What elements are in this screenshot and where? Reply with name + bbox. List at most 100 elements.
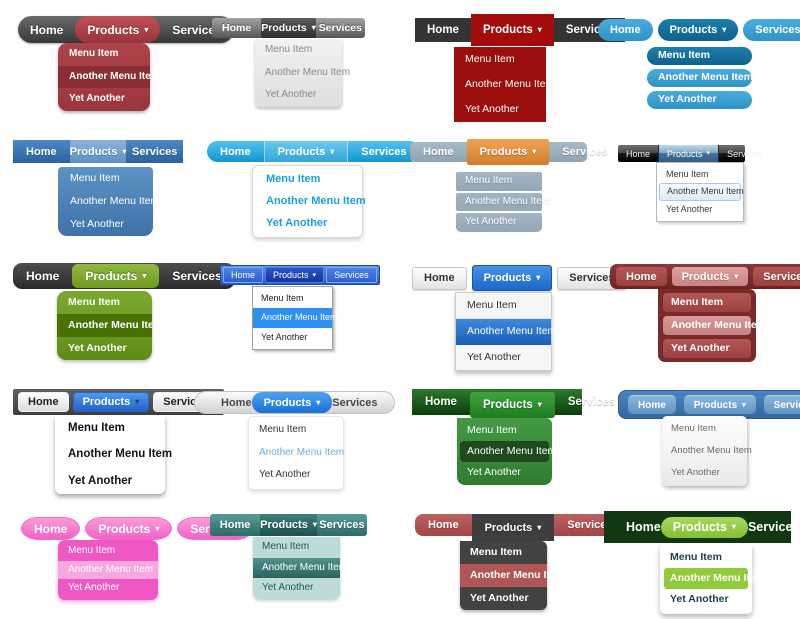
dropdown-item-1[interactable]: Menu Item xyxy=(262,541,310,552)
nav-item-products-active[interactable]: Products▾ xyxy=(469,392,555,418)
dropdown-item-2-highlighted[interactable]: Another Menu Item xyxy=(460,441,556,463)
nav-item-home[interactable]: Home xyxy=(210,514,260,536)
nav-item-products-active[interactable]: Products▾ xyxy=(75,16,161,43)
nav-item-products-active[interactable]: Products▾ xyxy=(466,139,550,165)
nav-item-home[interactable]: Home xyxy=(415,514,472,536)
nav-item-home[interactable]: Home xyxy=(598,19,653,41)
dropdown-item-2-highlighted[interactable]: Another Menu Item xyxy=(460,564,565,588)
nav-item-services[interactable]: Services xyxy=(316,18,365,38)
dropdown-item-1-highlighted[interactable]: Menu Item xyxy=(647,47,752,65)
nav-item-products-active[interactable]: Products▾ xyxy=(263,141,349,162)
nav-item-home[interactable]: Home xyxy=(626,520,661,534)
dropdown-item-1[interactable]: Menu Item xyxy=(68,422,125,434)
dropdown-item-1[interactable]: Menu Item xyxy=(666,169,709,179)
dropdown-item-3[interactable]: Yet Another xyxy=(467,466,521,479)
dropdown-item-3[interactable]: Yet Another xyxy=(663,339,751,359)
nav-item-products-active[interactable]: Products▾ xyxy=(660,516,748,538)
dropdown-item-2-highlighted[interactable]: Another Menu Item xyxy=(259,446,345,458)
nav-item-products-active[interactable]: Products▾ xyxy=(85,517,173,540)
dropdown-item-2-highlighted[interactable]: Another Menu Item xyxy=(253,557,347,578)
dropdown-item-1[interactable]: Menu Item xyxy=(467,424,517,436)
dropdown-item-2-highlighted[interactable]: Another Menu Item xyxy=(57,314,152,338)
nav-item-home[interactable]: Home xyxy=(223,267,264,283)
nav-item-home[interactable]: Home xyxy=(13,140,70,163)
nav-item-products-active[interactable]: Products▾ xyxy=(261,18,316,38)
dropdown-item-1[interactable]: Menu Item xyxy=(663,293,751,313)
dropdown-item-3[interactable]: Yet Another xyxy=(666,203,713,214)
dropdown-item-2[interactable]: Another Menu Item xyxy=(456,192,550,211)
nav-item-home[interactable]: Home xyxy=(18,16,75,43)
nav-item-home[interactable]: Home xyxy=(207,141,264,162)
dropdown-item-2-highlighted[interactable]: Another Menu Item xyxy=(58,560,158,579)
dropdown-item-3[interactable]: Yet Another xyxy=(68,342,127,355)
nav-item-services[interactable]: Services xyxy=(159,263,234,289)
dropdown-item-3[interactable]: Yet Another xyxy=(265,89,317,100)
nav-item-products-active[interactable]: Products▾ xyxy=(683,395,756,414)
dropdown-item-2-highlighted[interactable]: Another Menu Item xyxy=(659,183,744,201)
nav-item-home[interactable]: Home xyxy=(618,145,658,162)
nav-item-home[interactable]: Home xyxy=(410,142,467,162)
nav-item-services[interactable]: Services xyxy=(348,141,419,162)
nav-item-services[interactable]: Services xyxy=(160,16,233,43)
nav-item-services[interactable]: Services xyxy=(317,514,367,536)
dropdown-item-1[interactable]: Menu Item xyxy=(68,545,116,556)
dropdown-item-1[interactable]: Menu Item xyxy=(265,44,313,55)
nav-item-home[interactable]: Home xyxy=(21,517,81,540)
dropdown-item-1[interactable]: Menu Item xyxy=(70,172,120,184)
nav-item-products-active[interactable]: Products▾ xyxy=(251,392,333,413)
nav-item-services[interactable]: Services xyxy=(326,267,377,283)
dropdown-item-3[interactable]: Yet Another xyxy=(467,351,521,364)
dropdown-item-2[interactable]: Another Menu Item xyxy=(265,66,351,78)
dropdown-item-1[interactable]: Menu Item xyxy=(671,423,716,434)
dropdown-item-2-highlighted[interactable]: Another Menu Item xyxy=(663,316,766,336)
dropdown-item-1[interactable]: Menu Item xyxy=(465,53,515,65)
nav-item-products-active[interactable]: Products▾ xyxy=(671,267,749,286)
dropdown-item-3[interactable]: Yet Another xyxy=(68,474,133,487)
nav-item-services[interactable]: Services xyxy=(554,514,625,536)
dropdown-item-3[interactable]: Yet Another xyxy=(465,103,519,116)
dropdown-item-3[interactable]: Yet Another xyxy=(261,331,308,342)
nav-item-services[interactable]: Services xyxy=(748,520,799,534)
nav-item-products-active[interactable]: Products▾ xyxy=(658,145,720,162)
dropdown-item-3[interactable]: Yet Another xyxy=(671,466,720,478)
dropdown-item-1[interactable]: Menu Item xyxy=(470,546,522,558)
dropdown-item-3[interactable]: Yet Another xyxy=(670,593,729,606)
nav-item-services[interactable]: Services xyxy=(719,145,770,162)
dropdown-item-3[interactable]: Yet Another xyxy=(456,213,542,232)
nav-item-home[interactable]: Home xyxy=(412,266,467,290)
nav-item-services[interactable]: Services xyxy=(555,389,628,415)
nav-item-services[interactable]: Services xyxy=(126,140,183,163)
dropdown-item-1[interactable]: Menu Item xyxy=(456,293,551,320)
dropdown-item-2[interactable]: Another Menu Item xyxy=(266,194,366,207)
dropdown-item-3[interactable]: Yet Another xyxy=(259,469,311,480)
dropdown-item-2-highlighted[interactable]: Another Menu Item xyxy=(456,319,556,346)
dropdown-item-3[interactable]: Yet Another xyxy=(69,93,125,104)
nav-item-products-active[interactable]: Products▾ xyxy=(265,267,325,283)
dropdown-item-3[interactable]: Yet Another xyxy=(70,218,124,231)
nav-item-home[interactable]: Home xyxy=(412,389,470,415)
nav-item-products-active[interactable]: Products▾ xyxy=(471,514,555,541)
dropdown-item-1[interactable]: Menu Item xyxy=(261,293,304,303)
dropdown-item-1[interactable]: Menu Item xyxy=(68,296,120,308)
nav-item-services[interactable]: Services xyxy=(763,395,800,414)
nav-item-home[interactable]: Home xyxy=(628,395,676,414)
dropdown-item-2-highlighted[interactable]: Another Menu Item xyxy=(664,568,765,590)
nav-item-products-active[interactable]: Products▾ xyxy=(69,140,127,163)
nav-item-home[interactable]: Home xyxy=(212,18,261,38)
nav-item-products-active[interactable]: Products▾ xyxy=(72,392,150,412)
nav-item-products-active[interactable]: Products▾ xyxy=(471,265,553,291)
nav-item-home[interactable]: Home xyxy=(221,397,252,409)
nav-item-services[interactable]: Services xyxy=(332,397,377,409)
nav-item-products-active[interactable]: Products▾ xyxy=(72,264,160,288)
dropdown-item-2-highlighted[interactable]: Another Menu Item xyxy=(58,65,150,88)
dropdown-item-3[interactable]: Yet Another xyxy=(647,91,752,109)
nav-item-home[interactable]: Home xyxy=(415,18,471,42)
dropdown-item-1[interactable]: Menu Item xyxy=(266,173,321,185)
dropdown-item-1[interactable]: Menu Item xyxy=(456,172,542,191)
nav-item-services[interactable]: Services xyxy=(743,19,800,41)
dropdown-item-2[interactable]: Another Menu Item xyxy=(465,78,555,91)
dropdown-item-3[interactable]: Yet Another xyxy=(262,582,314,593)
nav-item-home[interactable]: Home xyxy=(18,392,69,412)
dropdown-item-1[interactable]: Menu Item xyxy=(670,551,722,563)
dropdown-item-2[interactable]: Another Menu Item xyxy=(68,448,173,461)
